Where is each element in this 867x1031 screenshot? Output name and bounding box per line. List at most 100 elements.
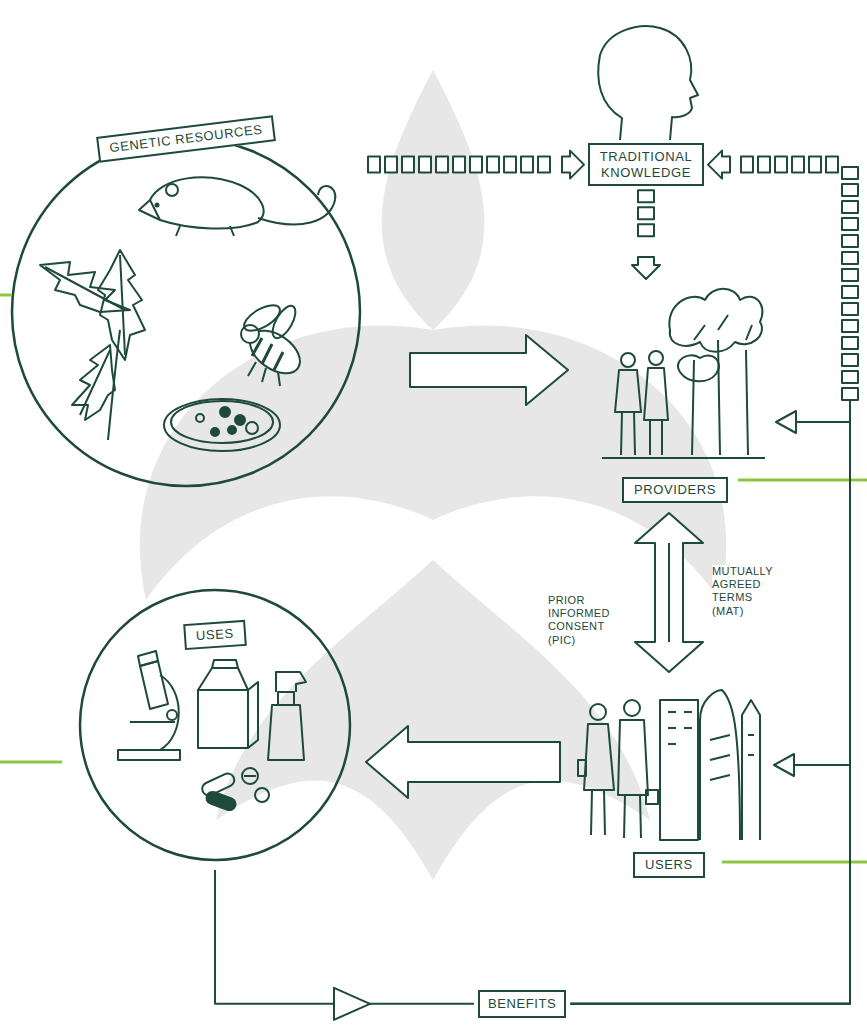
- watermark: [140, 70, 726, 880]
- users-drawing: [578, 690, 760, 840]
- banner-label: GENETIC RESOURCES: [96, 115, 276, 162]
- users-drawing: [700, 690, 740, 840]
- petri-dish-drawing: [220, 407, 230, 417]
- flow-connector: [410, 335, 568, 405]
- user-group: USERS: [568, 682, 770, 878]
- uses-drawing: [255, 788, 269, 802]
- rat-drawing: [166, 184, 178, 196]
- flow-connector: [632, 190, 660, 279]
- uses-drawing: [276, 672, 306, 692]
- circle-outline: [10, 132, 362, 492]
- providers-drawing: [602, 289, 765, 458]
- node-label: BENEFITS: [488, 996, 556, 1012]
- rat-drawing: [176, 226, 234, 236]
- flow-connector: [215, 870, 474, 1020]
- uses-drawing: [244, 775, 256, 777]
- petri-dish-drawing: [171, 401, 273, 443]
- flow-connector: [635, 513, 703, 672]
- providers-drawing: [615, 370, 641, 412]
- users-drawing: [618, 720, 648, 795]
- agreement-label: PRIOR INFORMED CONSENT (PIC): [548, 594, 614, 647]
- leader-line: [722, 861, 867, 864]
- providers-drawing: [602, 457, 765, 459]
- flow-connector: [570, 422, 850, 1004]
- petri-dish-drawing: [164, 399, 280, 451]
- leader-line: [738, 479, 867, 482]
- users-drawing: [624, 795, 641, 838]
- uses-drawing: [268, 705, 304, 760]
- resource-circle: GENETIC RESOURCES: [10, 132, 362, 492]
- leader-line: [0, 761, 62, 764]
- node-label: USERS: [633, 852, 705, 878]
- flow-connector: [635, 513, 703, 672]
- knowledge-box: TRADITIONAL KNOWLEDGE: [588, 143, 704, 186]
- providers-drawing: [621, 353, 635, 367]
- head-outline: [598, 26, 698, 140]
- leader-line: [0, 295, 867, 862]
- flow-connector: [774, 754, 794, 776]
- providers-drawing: [669, 289, 762, 352]
- node-label: PROVIDERS: [622, 477, 728, 503]
- leaf-drawing: [45, 255, 125, 415]
- providers-drawing: [621, 412, 635, 455]
- uses-drawing: [160, 675, 179, 750]
- bee-drawing: [240, 300, 308, 386]
- uses-drawing: [140, 661, 168, 709]
- users-drawing: [578, 760, 586, 776]
- petri-dish-drawing: [196, 414, 204, 422]
- uses-drawing: [278, 692, 294, 705]
- users-drawing: [660, 700, 698, 840]
- uses-drawing: [130, 721, 175, 723]
- users-drawing: [584, 724, 614, 790]
- flow-connector: [570, 400, 850, 1004]
- petri-dish-drawing: [228, 426, 236, 434]
- flow-connector: [776, 411, 796, 433]
- uses-drawing: [198, 690, 248, 748]
- flow-connector: [410, 335, 568, 405]
- uses-drawing: [118, 750, 180, 760]
- users-drawing: [748, 735, 754, 755]
- users-drawing: [710, 735, 730, 780]
- bee-drawing: [248, 362, 280, 386]
- flow-connector: [368, 151, 584, 179]
- users-drawing: [590, 704, 606, 720]
- provider-group: PROVIDERS: [578, 275, 772, 503]
- flow-connector: [570, 411, 850, 1004]
- providers-drawing: [650, 420, 662, 455]
- uses-drawing: [205, 790, 237, 812]
- uses-circle: USES: [78, 588, 352, 862]
- users-drawing: [742, 700, 760, 840]
- uses-drawing: [212, 660, 238, 668]
- uses-drawing: [118, 651, 306, 812]
- uses-drawing: [242, 768, 258, 784]
- flow-connector: [366, 726, 560, 798]
- users-drawing: [668, 712, 692, 744]
- uses-drawing: [198, 668, 248, 690]
- petri-dish-drawing: [211, 428, 219, 436]
- providers-drawing: [649, 351, 663, 365]
- rat-drawing: [156, 204, 159, 207]
- rat-drawing: [150, 177, 264, 228]
- rat-drawing: [139, 200, 160, 220]
- petri-dish-drawing: [235, 415, 245, 425]
- circle-outline: [12, 138, 360, 486]
- flow-connector: [366, 726, 560, 798]
- uses-drawing: [138, 651, 158, 666]
- uses-drawing: [167, 710, 177, 720]
- users-drawing: [646, 790, 658, 804]
- petri-dish-drawing: [246, 422, 258, 434]
- agreement-label: MUTUALLY AGREED TERMS (MAT): [712, 565, 776, 618]
- flow-connector: [334, 988, 370, 1020]
- users-drawing: [624, 700, 640, 716]
- circle-outline: [80, 590, 350, 860]
- providers-drawing: [644, 368, 668, 420]
- uses-drawing: [248, 682, 258, 748]
- flow-connector: [570, 765, 850, 1004]
- node-label: TRADITIONAL KNOWLEDGE: [598, 149, 694, 180]
- providers-drawing: [678, 355, 719, 381]
- leaf-drawing: [40, 250, 145, 440]
- head-outline: [598, 26, 698, 140]
- watermark: [140, 325, 726, 600]
